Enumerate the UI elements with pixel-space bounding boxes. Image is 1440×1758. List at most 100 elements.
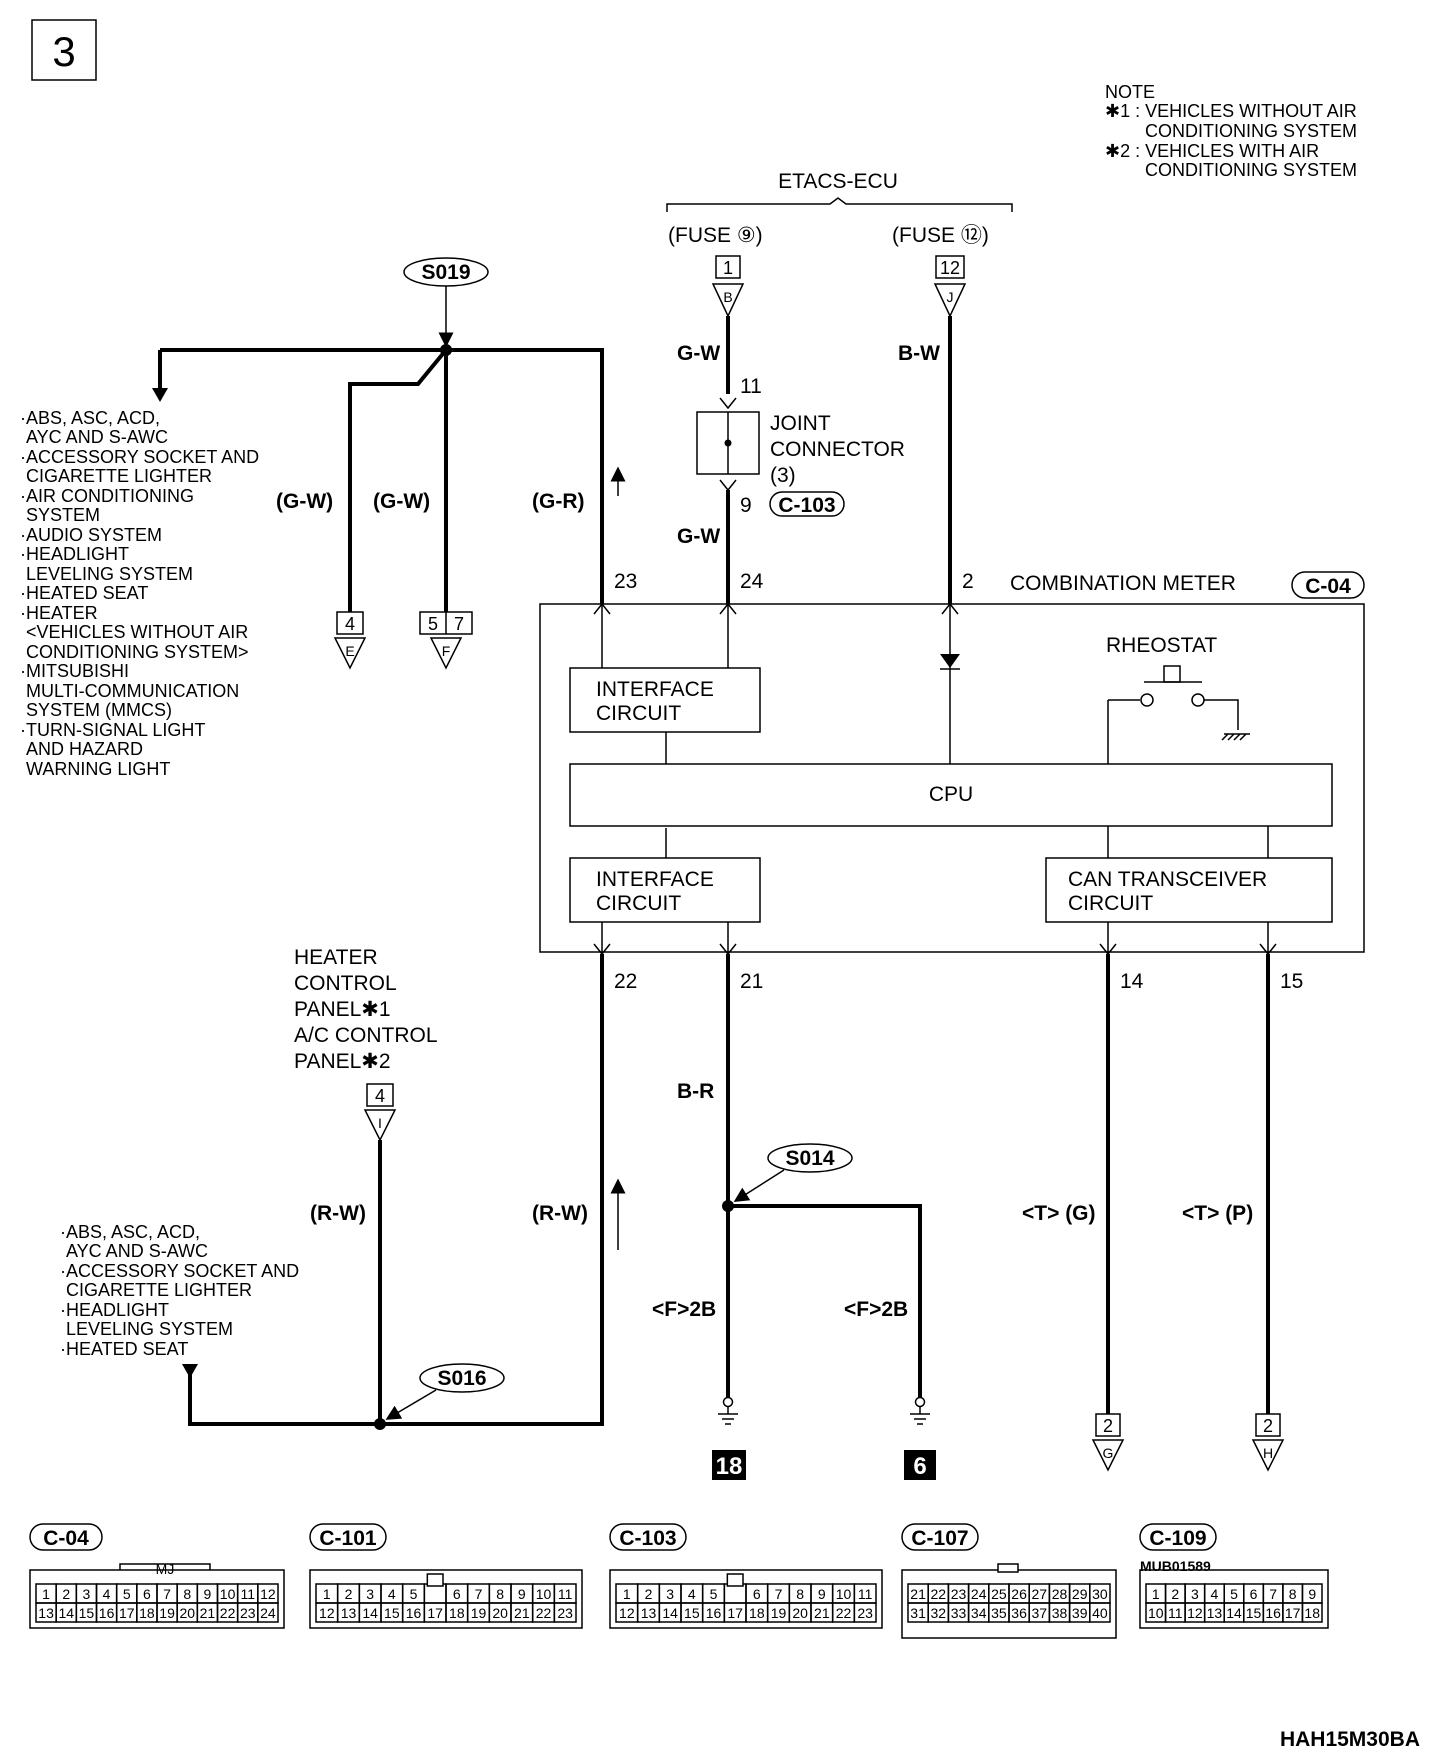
connector-pin: 7 — [475, 1586, 483, 1602]
connector-pin: 3 — [366, 1586, 374, 1602]
etacs-ecu-label: ETACS-ECU (FUSE ⑨) (FUSE ⑫) — [666, 170, 1013, 247]
connector-pin: 38 — [1052, 1605, 1068, 1621]
rheostat: RHEOSTAT — [1106, 634, 1250, 764]
svg-text:CONDITIONING SYSTEM: CONDITIONING SYSTEM — [1145, 121, 1357, 141]
terminal-e: 4 E — [333, 611, 367, 670]
c109-part-code: MUB01589 — [1140, 1558, 1211, 1574]
connector-pin: 21 — [514, 1605, 530, 1621]
meter-connector-id: C-04 — [1291, 571, 1365, 599]
svg-text:H: H — [1263, 1445, 1273, 1461]
heater-control-panel: HEATER CONTROL PANEL✱1 A/C CONTROL PANEL… — [294, 946, 438, 1142]
svg-text:4: 4 — [345, 614, 355, 634]
svg-text:CONTROL: CONTROL — [294, 972, 397, 995]
connector-pin: 6 — [143, 1586, 151, 1602]
connector-pin: 9 — [204, 1586, 212, 1602]
svg-text:1: 1 — [723, 258, 733, 278]
connector-pin: 14 — [362, 1605, 378, 1621]
connector-pin: 13 — [1207, 1605, 1223, 1621]
connector-pin: 12 — [1187, 1605, 1203, 1621]
connector-pin: 20 — [179, 1605, 195, 1621]
connector-pin: 33 — [951, 1605, 967, 1621]
splice-s019: S019 — [403, 257, 489, 348]
connector-pin: 18 — [749, 1605, 765, 1621]
svg-text:PANEL✱2: PANEL✱2 — [294, 1050, 391, 1073]
svg-text:C-04: C-04 — [1305, 575, 1351, 598]
connector-pin: 17 — [119, 1605, 135, 1621]
connector-pin: 21 — [200, 1605, 216, 1621]
connector-pin: 18 — [449, 1605, 465, 1621]
wire-label-rw-left: (R-W) — [310, 1202, 366, 1225]
connector-pin: 5 — [410, 1586, 418, 1602]
connector-pin: 2 — [645, 1586, 653, 1602]
connector-pin: 8 — [496, 1586, 504, 1602]
meter-top-pins: 23 24 2 — [593, 570, 974, 615]
connector-pin: 12 — [619, 1605, 635, 1621]
connector-pin: 12 — [260, 1586, 276, 1602]
svg-text:NOTE: NOTE — [1105, 82, 1155, 102]
svg-text:CIRCUIT: CIRCUIT — [596, 702, 681, 725]
connector-pin: 35 — [991, 1605, 1007, 1621]
svg-text:·AIR CONDITIONING: ·AIR CONDITIONING — [20, 486, 194, 506]
connector-pin: 17 — [1285, 1605, 1301, 1621]
connector-pin: 22 — [836, 1605, 852, 1621]
svg-text:12: 12 — [940, 258, 960, 278]
connector-pin: 4 — [688, 1586, 696, 1602]
svg-text:3: 3 — [52, 28, 75, 75]
connector-pin: 5 — [123, 1586, 131, 1602]
svg-text:2: 2 — [962, 570, 974, 593]
connector-pin: 2 — [1171, 1586, 1179, 1602]
interface-circuit-top: INTERFACE CIRCUIT — [569, 667, 761, 733]
meter-bottom-pins: 22 21 14 15 — [593, 943, 1303, 993]
connector-pin: 22 — [931, 1586, 947, 1602]
connector-pin: 1 — [623, 1586, 631, 1602]
connector-pin: 1 — [323, 1586, 331, 1602]
wire-label-f2b-right: <F>2B — [844, 1298, 908, 1321]
connector-pin: 23 — [951, 1586, 967, 1602]
connector-pin: 4 — [388, 1586, 396, 1602]
svg-text:AYC AND S-AWC: AYC AND S-AWC — [66, 1241, 208, 1261]
svg-text:INTERFACE: INTERFACE — [596, 868, 714, 891]
svg-text:LEVELING SYSTEM: LEVELING SYSTEM — [66, 1319, 233, 1339]
connector-pin: 11 — [558, 1586, 573, 1602]
connector-pin: 3 — [666, 1586, 674, 1602]
svg-text:·ABS, ASC, ACD,: ·ABS, ASC, ACD, — [60, 1222, 200, 1242]
connector-pin: 5 — [710, 1586, 718, 1602]
svg-text:CPU: CPU — [929, 783, 973, 806]
splice-s016: S016 — [385, 1363, 505, 1420]
svg-text:F: F — [442, 643, 451, 659]
wire-rw-22 — [182, 954, 626, 1430]
svg-text:2: 2 — [1103, 1416, 1113, 1436]
connector-pin: 11 — [240, 1586, 255, 1602]
svg-text:6: 6 — [913, 1453, 926, 1480]
svg-text:S014: S014 — [785, 1147, 834, 1170]
svg-text:·ABS, ASC, ACD,: ·ABS, ASC, ACD, — [20, 408, 160, 428]
wire-label-f2b-left: <F>2B — [652, 1298, 716, 1321]
connector-pin: 34 — [971, 1605, 987, 1621]
svg-text:23: 23 — [614, 570, 637, 593]
wire-label-gr: (G-R) — [532, 490, 584, 513]
connector-pin: 3 — [83, 1586, 91, 1602]
connector-label-c-103: C-103 — [619, 1527, 676, 1550]
connector-pin: 6 — [453, 1586, 461, 1602]
connector-pin: 17 — [727, 1605, 743, 1621]
connector-pin: 4 — [103, 1586, 111, 1602]
connector-pin: 24 — [260, 1605, 276, 1621]
connector-pin: 9 — [1308, 1586, 1316, 1602]
joint-connector: JOINT CONNECTOR (3) — [696, 397, 905, 492]
connector-pin: 13 — [38, 1605, 54, 1621]
ground-6: 6 — [904, 1396, 936, 1480]
svg-text:·AUDIO SYSTEM: ·AUDIO SYSTEM — [20, 525, 162, 545]
connector-pin: 22 — [220, 1605, 236, 1621]
joint-connector-id: C-103 — [769, 491, 845, 517]
wire-label-gw-f: (G-W) — [373, 490, 430, 513]
joint-pin-11: 11 — [740, 375, 762, 398]
note-block: NOTE ✱1 : VEHICLES WITHOUT AIR CONDITION… — [1105, 82, 1357, 180]
svg-text:·HEADLIGHT: ·HEADLIGHT — [20, 544, 129, 564]
wire-label-tg: <T> (G) — [1022, 1202, 1096, 1225]
connector-pin: 19 — [471, 1605, 487, 1621]
svg-text:·ACCESSORY SOCKET AND: ·ACCESSORY SOCKET AND — [20, 447, 259, 467]
svg-text:7: 7 — [454, 614, 464, 634]
